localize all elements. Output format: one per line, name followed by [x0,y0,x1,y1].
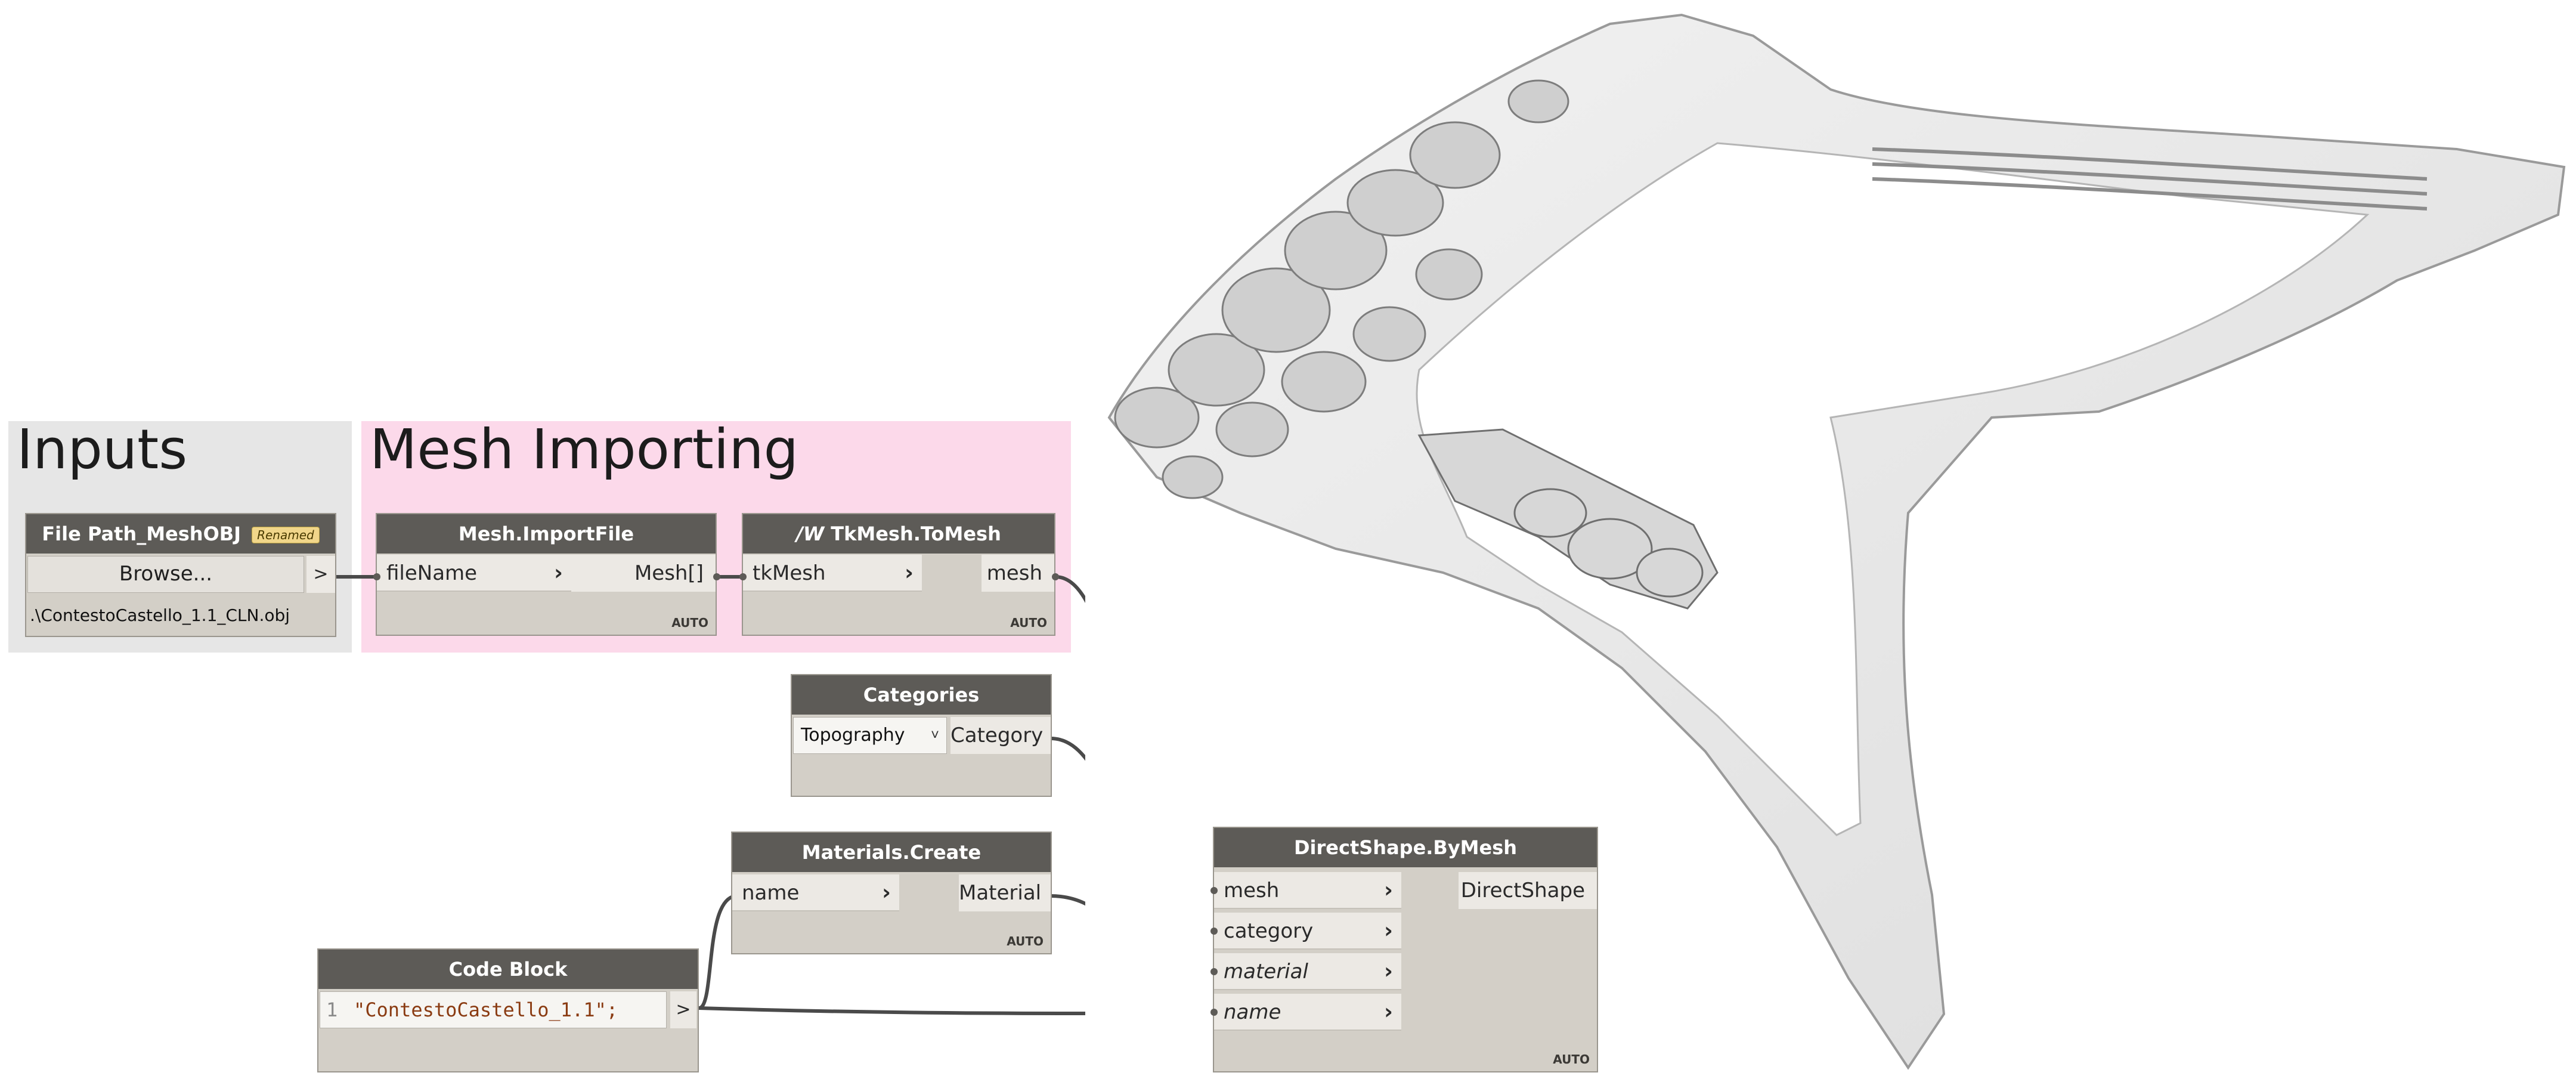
connector-dot [1052,573,1059,580]
node-file-path[interactable]: File Path_MeshOBJ Renamed Browse... > .\C… [25,513,336,637]
node-header[interactable]: Materials.Create [732,833,1051,872]
connector-dot [1210,887,1218,894]
node-directshape-bymesh[interactable]: DirectShape.ByMesh mesh › category › mat… [1213,827,1598,1072]
output-port-mesh-array[interactable]: Mesh[] [571,555,716,592]
node-title: TkMesh.ToMesh [831,523,1001,545]
node-mesh-importfile[interactable]: Mesh.ImportFile fileName › Mesh[] AUTO [376,513,717,636]
road-detail [1872,147,2428,211]
wire-codeblock-to-materials [698,894,738,1010]
input-port-material[interactable]: material › [1214,953,1401,990]
chevron-right-icon: › [905,561,914,585]
connector-dot [739,573,747,580]
input-port-name[interactable]: name › [1214,994,1401,1031]
output-port[interactable]: > [670,991,696,1028]
node-header[interactable]: Mesh.ImportFile [377,514,716,554]
node-header[interactable]: DirectShape.ByMesh [1214,828,1597,867]
package-icon: /W [796,523,825,545]
node-title: File Path_MeshOBJ [42,523,242,545]
node-materials-create[interactable]: Materials.Create name › Material AUTO [731,831,1052,954]
wire-material-to-directshape [1050,894,1085,906]
browse-button-label: Browse... [119,562,213,586]
port-label: fileName [386,561,478,585]
node-header[interactable]: Code Block [318,950,698,989]
chevron-right-icon: › [1384,919,1393,943]
connector-dot [1210,928,1218,935]
browse-button[interactable]: Browse... [27,556,304,593]
output-port-material[interactable]: Material [959,874,1051,911]
chevron-right-icon: › [554,561,563,585]
group-title: Inputs [17,418,188,481]
output-port-mesh[interactable]: mesh [982,555,1054,592]
dropdown-selected: Topography [801,725,905,746]
node-code-block[interactable]: Code Block 1 "ContestoCastello_1.1"; > [317,948,699,1072]
wire-codeblock-to-name [698,1006,1085,1016]
output-port-label: > [676,999,691,1020]
wire-category-to-directshape [1050,737,1085,761]
node-tkmesh-tomesh[interactable]: /W TkMesh.ToMesh tkMesh › mesh AUTO [742,513,1055,636]
dropdown-arrow-icon: ˅ [930,727,939,743]
node-categories[interactable]: Categories Topography ˅ Category [791,674,1052,797]
output-port-category[interactable]: Category [950,717,1051,754]
node-header[interactable]: File Path_MeshOBJ Renamed [26,514,335,554]
lacing-label: AUTO [1553,1052,1590,1067]
output-port-directshape[interactable]: DirectShape [1459,872,1597,909]
chevron-right-icon: › [1384,1000,1393,1024]
lacing-label: AUTO [671,616,708,630]
input-port-category[interactable]: category › [1214,913,1401,950]
chevron-right-icon: › [882,880,891,905]
connector-dot [713,573,720,580]
port-label: DirectShape [1460,879,1585,902]
connector-wires [334,575,1085,1016]
lacing-label: AUTO [1010,616,1047,630]
category-dropdown[interactable]: Topography ˅ [793,717,947,754]
input-port-tkmesh[interactable]: tkMesh › [743,555,922,592]
node-header[interactable]: Categories [792,675,1051,715]
group-title: Mesh Importing [370,418,799,481]
node-header[interactable]: /W TkMesh.ToMesh [743,514,1054,554]
connector-dot [1210,968,1218,975]
wire-mesh-to-directshape [1055,575,1085,603]
port-label: mesh [1224,879,1280,902]
castle-structure [1417,428,1719,610]
file-path-text: .\ContestoCastello_1.1_CLN.obj [30,605,290,625]
port-label: material [1224,960,1308,984]
chevron-right-icon: › [1384,959,1393,984]
renamed-badge: Renamed [252,527,320,543]
code-text: "ContestoCastello_1.1"; [354,999,618,1021]
mesh-preview-viewport[interactable] [1085,0,2576,1085]
input-port-name[interactable]: name › [732,874,899,911]
lacing-label: AUTO [1007,934,1044,948]
port-label: category [1224,919,1314,943]
output-port-label: > [313,564,329,585]
code-editor[interactable]: 1 "ContestoCastello_1.1"; [320,991,667,1028]
port-label: tkMesh [753,561,826,585]
port-label: Mesh[] [634,561,704,585]
port-label: name [1224,1000,1281,1024]
port-label: name [742,881,800,905]
vegetation-detail [1114,79,1569,499]
input-port-mesh[interactable]: mesh › [1214,872,1401,909]
line-number: 1 [326,999,338,1021]
connector-dot [1210,1009,1218,1016]
terrain-inner-void [1416,142,2370,836]
input-port-filename[interactable]: fileName › [377,555,571,592]
connector-dot [373,573,380,580]
chevron-right-icon: › [1384,878,1393,902]
port-label: Material [959,881,1042,905]
port-label: mesh [986,561,1042,585]
port-label: Category [950,724,1044,747]
file-path-value: .\ContestoCastello_1.1_CLN.obj [30,598,332,633]
output-port[interactable]: > [306,556,335,593]
